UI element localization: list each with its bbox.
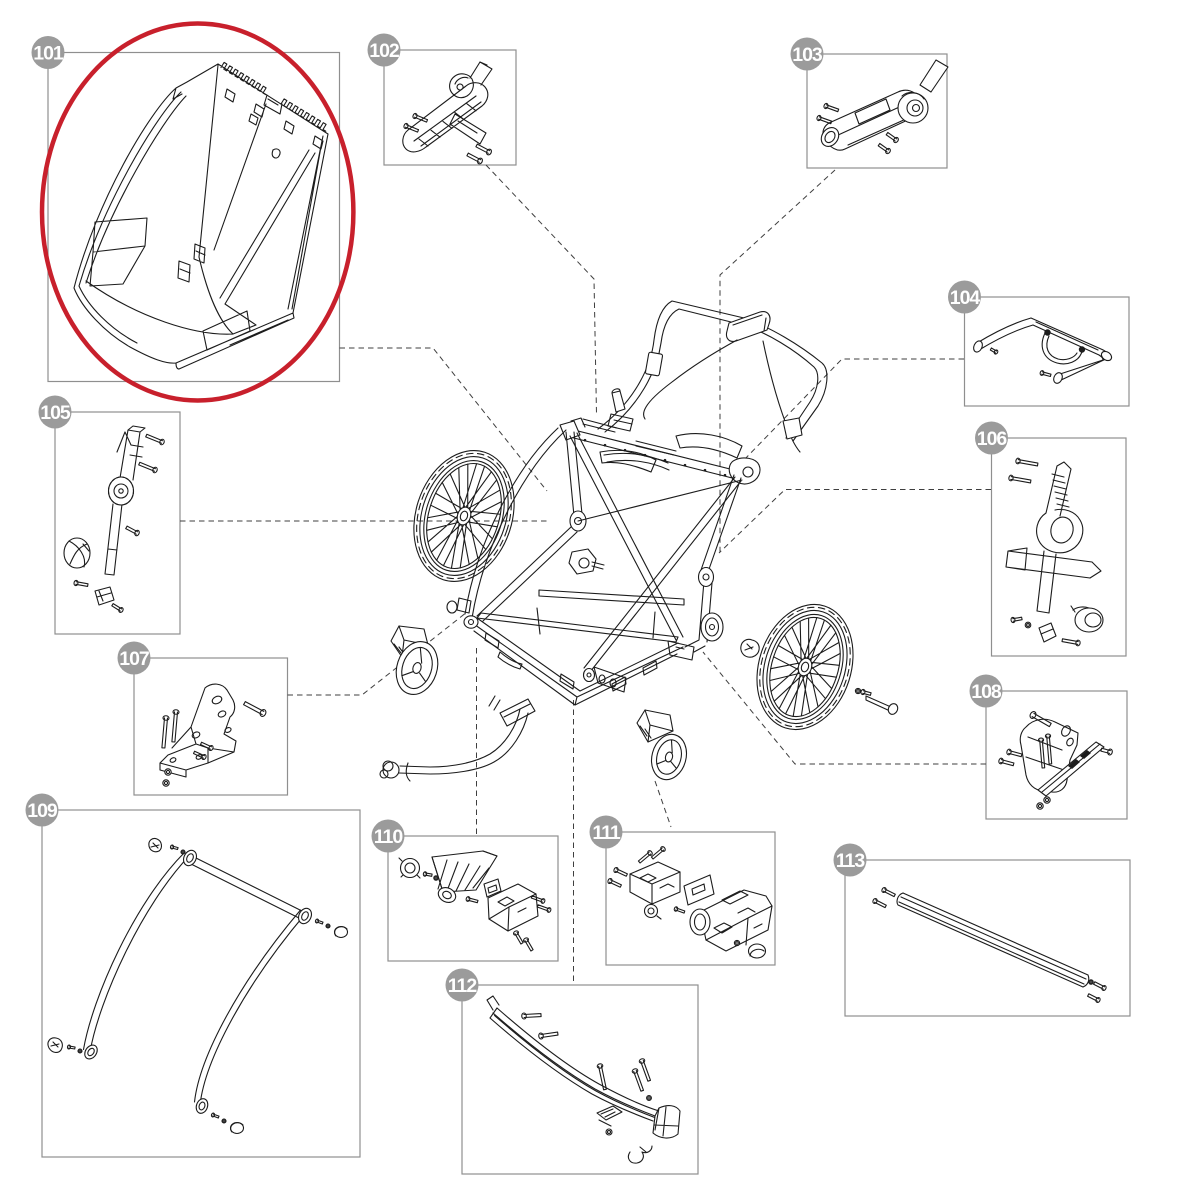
svg-text:110: 110: [374, 826, 404, 848]
svg-text:113: 113: [836, 850, 866, 872]
svg-text:108: 108: [971, 681, 1002, 703]
svg-text:105: 105: [40, 402, 71, 424]
svg-text:112: 112: [448, 975, 478, 997]
svg-text:103: 103: [792, 44, 823, 66]
svg-text:107: 107: [119, 648, 149, 670]
svg-text:102: 102: [369, 40, 400, 62]
svg-text:109: 109: [27, 800, 58, 822]
svg-text:101: 101: [33, 43, 64, 65]
svg-text:111: 111: [592, 822, 621, 844]
svg-text:104: 104: [950, 287, 981, 309]
svg-text:106: 106: [977, 428, 1008, 450]
